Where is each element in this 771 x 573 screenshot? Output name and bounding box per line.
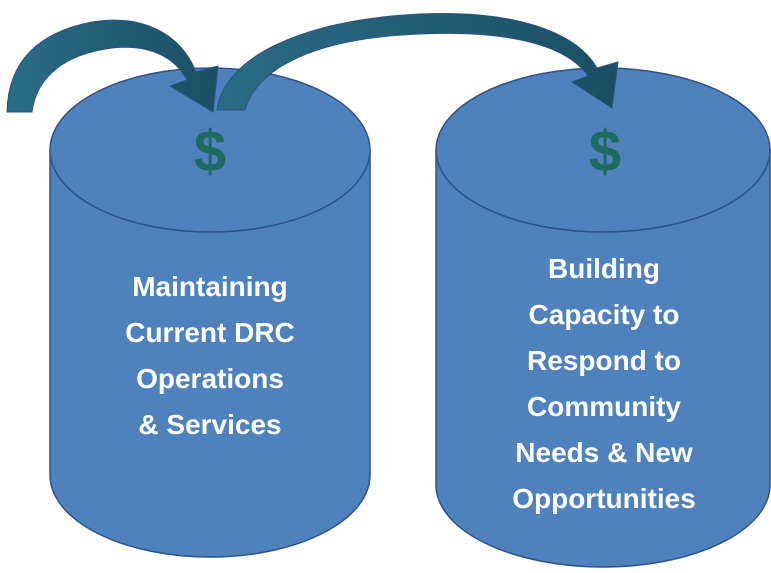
right-cylinder: $ <box>435 67 771 568</box>
right-label-line: Needs & New <box>515 437 693 468</box>
left-label-line: & Services <box>138 409 282 440</box>
right-label-line: Building <box>548 253 660 284</box>
curved-arrow-icon <box>216 13 619 111</box>
right-dollar-icon: $ <box>589 119 621 184</box>
right-cylinder-label: Building Capacity to Respond to Communit… <box>449 246 759 522</box>
left-dollar-icon: $ <box>194 119 226 184</box>
right-cylinder-body <box>435 149 771 568</box>
right-label-line: Respond to <box>527 345 681 376</box>
left-label-line: Maintaining <box>132 271 288 302</box>
left-label-line: Operations <box>136 363 284 394</box>
left-label-line: Current DRC <box>125 317 295 348</box>
curved-arrow-icon <box>6 19 219 113</box>
right-label-line: Community <box>527 391 681 422</box>
left-cylinder-label: Maintaining Current DRC Operations & Ser… <box>60 264 360 448</box>
arrow-into-left-cylinder <box>6 19 219 113</box>
right-label-line: Opportunities <box>512 483 696 514</box>
arrow-left-to-right-cylinder <box>216 13 619 111</box>
left-cylinder-body <box>49 149 371 558</box>
right-label-line: Capacity to <box>528 299 680 330</box>
